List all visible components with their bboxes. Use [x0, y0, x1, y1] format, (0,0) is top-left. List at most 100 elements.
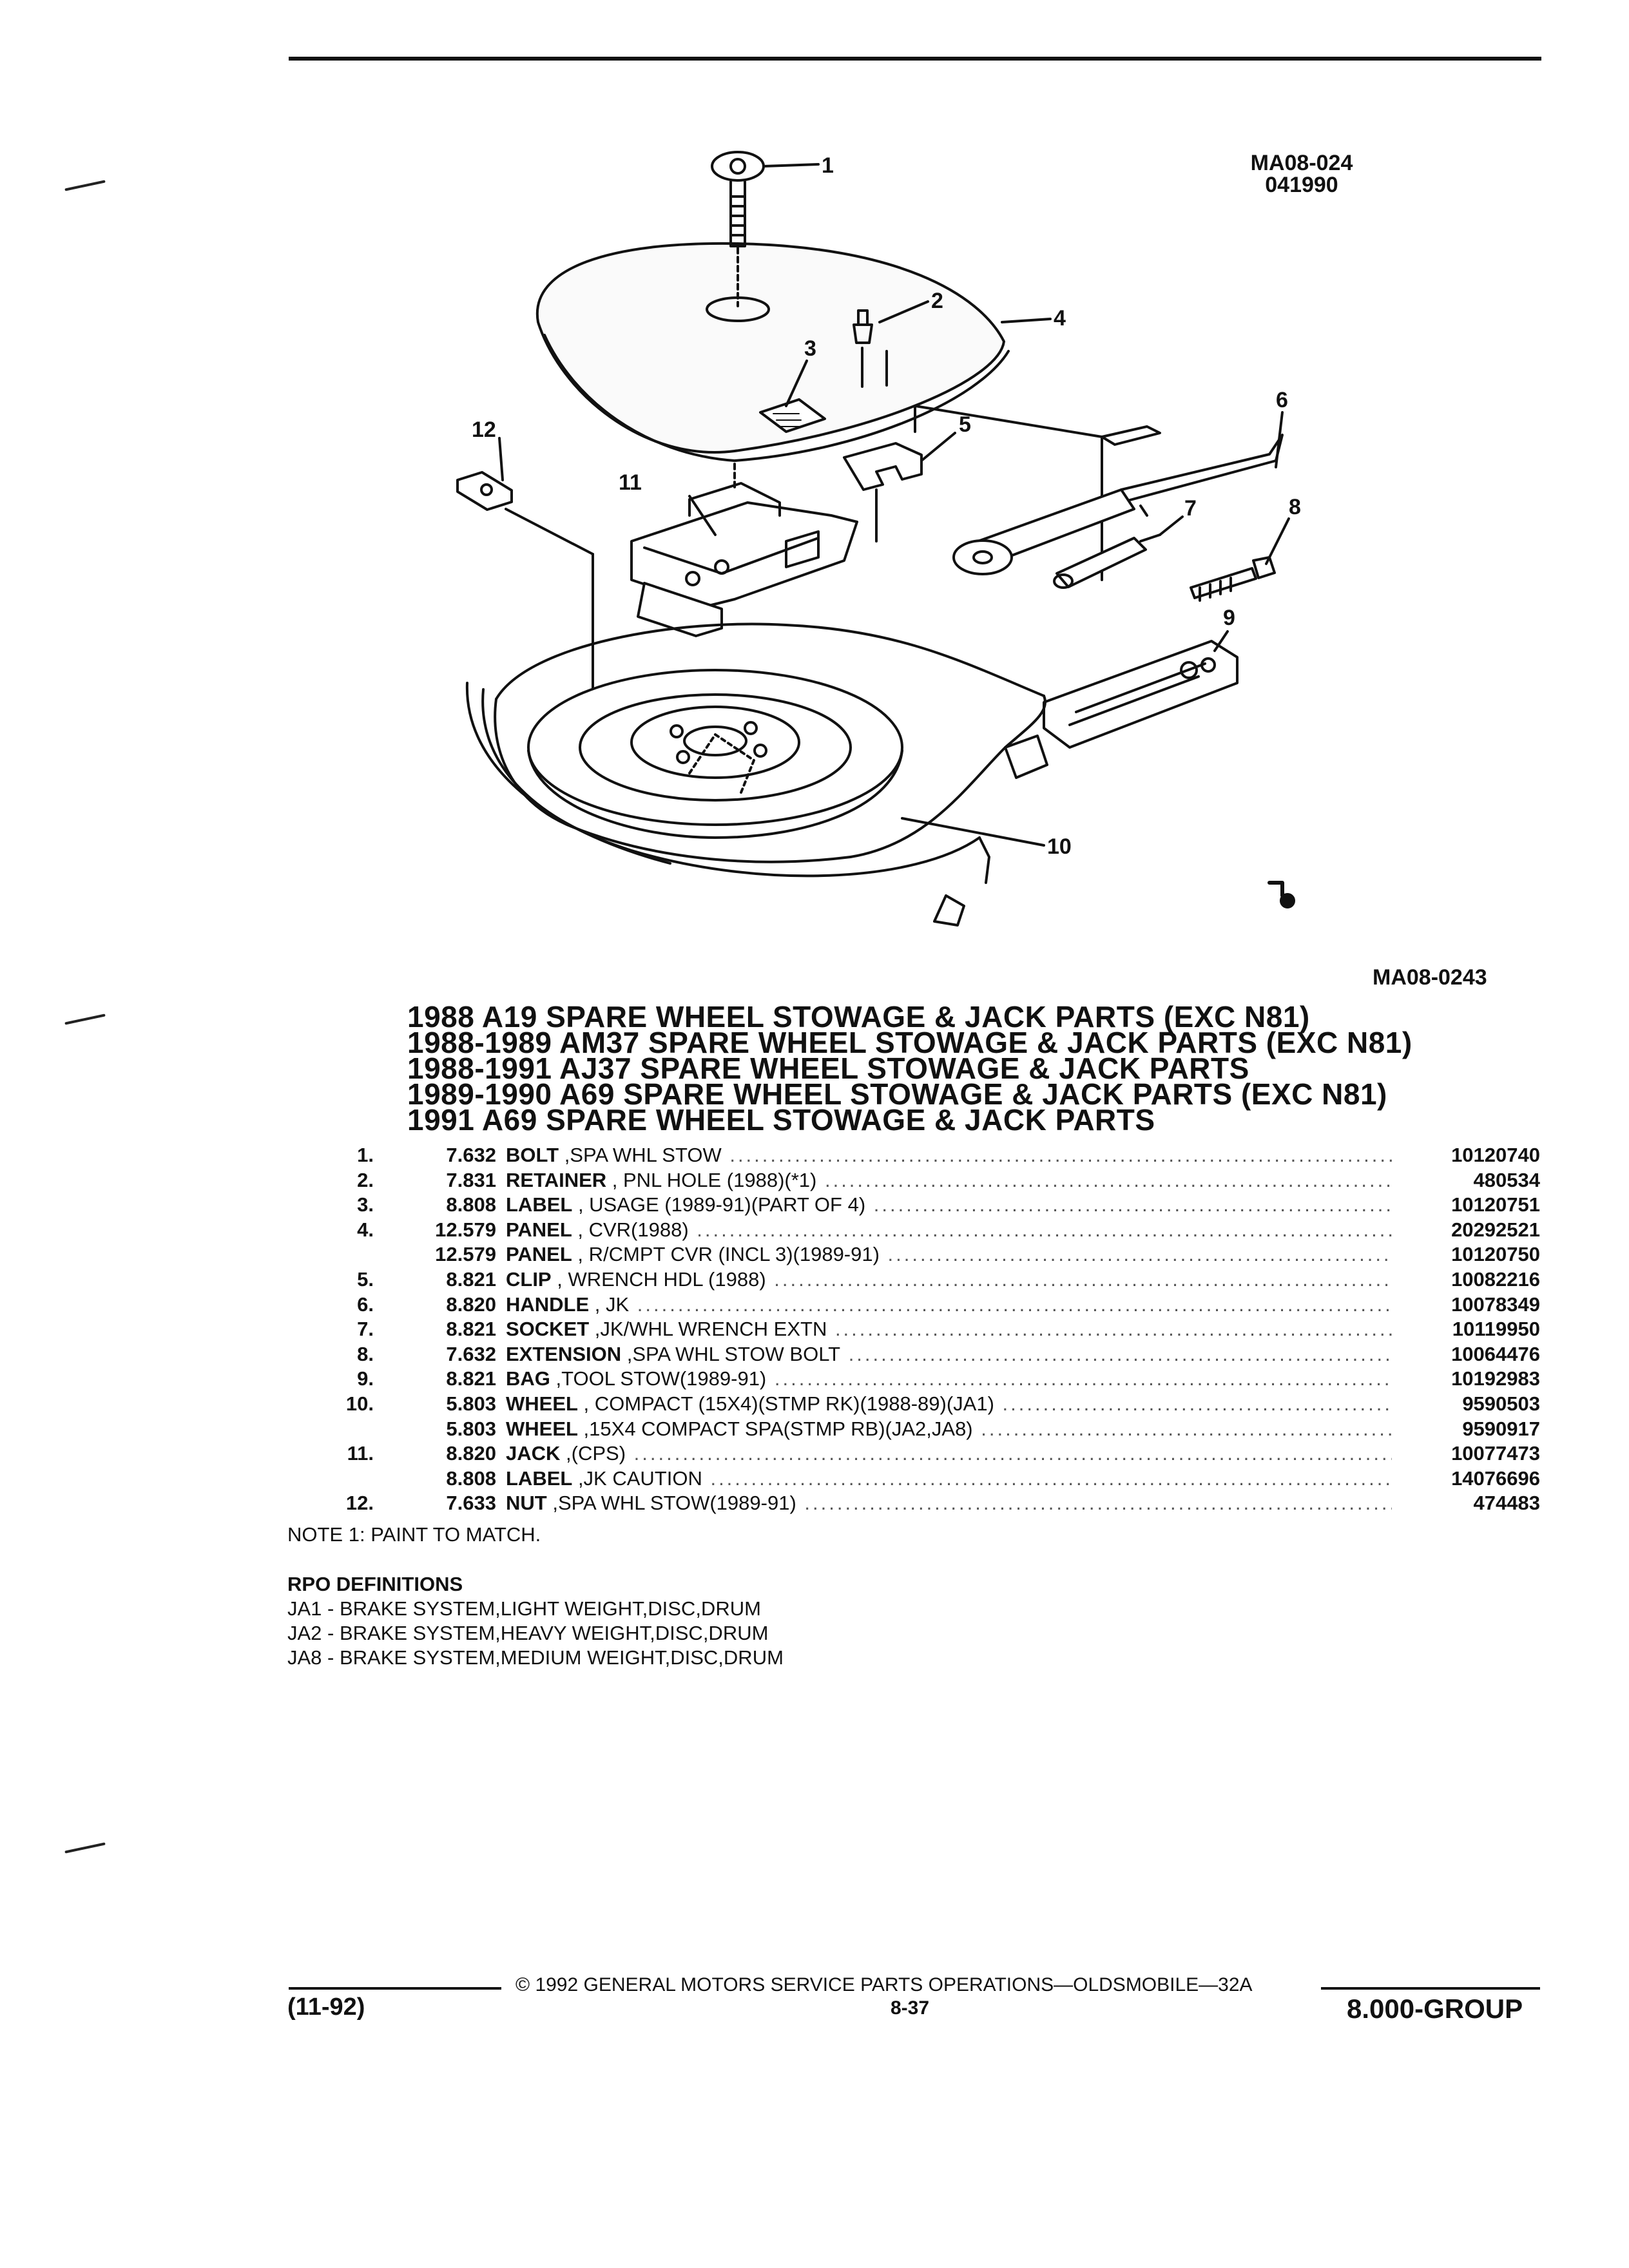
- group-number: 7.632: [446, 1342, 496, 1365]
- group-number: 8.808: [446, 1193, 496, 1216]
- part-number: 474483: [1473, 1492, 1540, 1515]
- part-name: LABEL: [506, 1193, 573, 1216]
- extension-bolt-8: [1190, 556, 1276, 602]
- part-number: 9590917: [1462, 1417, 1540, 1440]
- callout-4: 4: [1054, 306, 1066, 331]
- tool-bag-9: [1043, 640, 1239, 749]
- part-description: LABEL ,JK CAUTION ......................…: [506, 1466, 1392, 1491]
- group-number: 7.633: [446, 1492, 496, 1515]
- item-number: 1.: [357, 1144, 374, 1166]
- callout-5: 5: [959, 412, 971, 437]
- margin-mark: [64, 180, 106, 191]
- part-detail: , WRENCH HDL (1988): [551, 1267, 766, 1291]
- part-name: SOCKET: [506, 1318, 590, 1341]
- part-number: 9590503: [1462, 1392, 1540, 1415]
- part-detail: ,(CPS): [560, 1442, 626, 1465]
- callout-3: 3: [804, 336, 816, 361]
- parts-row: 5. 8.821 CLIP , WRENCH HDL (1988) ......…: [335, 1267, 1540, 1293]
- callout-2: 2: [931, 289, 943, 313]
- part-detail: , JK: [589, 1293, 630, 1316]
- part-description: WHEEL , COMPACT (15X4)(STMP RK)(1988-89)…: [506, 1392, 1392, 1416]
- dot-leader: ........................................…: [774, 1267, 1392, 1291]
- item-number: 11.: [347, 1442, 374, 1465]
- part-number: 480534: [1473, 1168, 1540, 1191]
- dot-leader: ........................................…: [637, 1293, 1392, 1316]
- item-number: 5.: [357, 1267, 374, 1291]
- wrench-clip-5: [843, 405, 1103, 543]
- part-name: WHEEL: [506, 1417, 578, 1440]
- parts-row: 7. 8.821 SOCKET ,JK/WHL WRENCH EXTN ....…: [335, 1317, 1540, 1342]
- parts-row: 12. 7.633 NUT ,SPA WHL STOW(1989-91) ...…: [335, 1491, 1540, 1516]
- group-number: 8.821: [446, 1267, 496, 1291]
- part-number: 10120751: [1451, 1193, 1540, 1216]
- callout-9: 9: [1223, 606, 1235, 630]
- dot-leader: ........................................…: [834, 1318, 1392, 1341]
- dot-leader: ........................................…: [887, 1243, 1392, 1266]
- section-title: 1988-1991 AJ37 SPARE WHEEL STOWAGE & JAC…: [407, 1052, 1249, 1085]
- page-number: 8-37: [891, 1997, 930, 2019]
- part-number: 10078349: [1451, 1293, 1540, 1316]
- dot-leader: ........................................…: [774, 1367, 1392, 1390]
- part-description: JACK ,(CPS) ............................…: [506, 1441, 1392, 1466]
- part-name: EXTENSION: [506, 1342, 622, 1365]
- part-name: CLIP: [506, 1267, 552, 1291]
- group-number: 8.821: [446, 1318, 496, 1341]
- item-number: 3.: [357, 1193, 374, 1216]
- dot-leader: ........................................…: [848, 1342, 1392, 1365]
- part-number: 14076696: [1451, 1466, 1540, 1490]
- part-name: PANEL: [506, 1243, 572, 1266]
- part-detail: ,JK CAUTION: [572, 1466, 702, 1490]
- rpo-item: JA1 - BRAKE SYSTEM,LIGHT WEIGHT,DISC,DRU…: [287, 1597, 761, 1620]
- part-number: 10064476: [1451, 1342, 1540, 1365]
- section-title: 1988 A19 SPARE WHEEL STOWAGE & JACK PART…: [407, 1000, 1310, 1033]
- part-name: BAG: [506, 1367, 550, 1390]
- copyright-line: © 1992 GENERAL MOTORS SERVICE PARTS OPER…: [516, 1974, 1253, 1995]
- parts-row: 1. 7.632 BOLT ,SPA WHL STOW ............…: [335, 1143, 1540, 1168]
- part-detail: ,TOOL STOW(1989-91): [550, 1367, 767, 1390]
- part-number: 10120740: [1451, 1144, 1540, 1166]
- parts-row: 12.579 PANEL , R/CMPT CVR (INCL 3)(1989-…: [335, 1242, 1540, 1267]
- dot-leader: ........................................…: [804, 1492, 1392, 1515]
- retainer-2: [853, 309, 888, 388]
- section-titles: 1988 A19 SPARE WHEEL STOWAGE & JACK PART…: [407, 1000, 1503, 1135]
- group-label: 8.000-GROUP: [1347, 1994, 1523, 2024]
- section-title: 1989-1990 A69 SPARE WHEEL STOWAGE & JACK…: [407, 1077, 1387, 1111]
- dot-leader: ........................................…: [1002, 1392, 1392, 1415]
- item-number: 8.: [357, 1342, 374, 1365]
- part-detail: , CVR(1988): [572, 1218, 689, 1241]
- top-rule: [289, 57, 1541, 61]
- group-number: 8.820: [446, 1442, 496, 1465]
- parts-row: 8. 7.632 EXTENSION ,SPA WHL STOW BOLT ..…: [335, 1342, 1540, 1367]
- parts-row: 3. 8.808 LABEL , USAGE (1989-91)(PART OF…: [335, 1193, 1540, 1218]
- dot-leader: ........................................…: [710, 1466, 1392, 1490]
- part-number: 10192983: [1451, 1367, 1540, 1390]
- item-number: 12.: [345, 1492, 374, 1515]
- wheel-well: [465, 622, 1048, 927]
- part-description: CLIP , WRENCH HDL (1988) ...............…: [506, 1267, 1392, 1292]
- part-description: RETAINER , PNL HOLE (1988)(*1) .........…: [506, 1168, 1392, 1193]
- parts-row: 6. 8.820 HANDLE , JK ...................…: [335, 1293, 1540, 1318]
- rpo-item: JA8 - BRAKE SYSTEM,MEDIUM WEIGHT,DISC,DR…: [287, 1646, 784, 1669]
- parts-row: 2. 7.831 RETAINER , PNL HOLE (1988)(*1) …: [335, 1168, 1540, 1193]
- bolt-1: [711, 151, 765, 307]
- jack-11: [630, 463, 858, 637]
- callout-12: 12: [472, 418, 496, 442]
- dot-leader: ........................................…: [729, 1144, 1392, 1166]
- dot-leader: ........................................…: [824, 1168, 1392, 1191]
- margin-mark: [64, 1014, 106, 1025]
- part-description: HANDLE , JK ............................…: [506, 1293, 1392, 1317]
- part-description: PANEL , R/CMPT CVR (INCL 3)(1989-91) ...…: [506, 1242, 1392, 1267]
- figure-ref-code: MA08-024 041990: [1250, 151, 1353, 197]
- parts-row: 9. 8.821 BAG ,TOOL STOW(1989-91) .......…: [335, 1367, 1540, 1392]
- part-detail: , PNL HOLE (1988)(*1): [606, 1168, 817, 1191]
- exploded-parts-diagram: 1 2 3 4 5 6 7 8 9 10 11 12: [456, 151, 1301, 927]
- group-number: 7.831: [446, 1168, 496, 1191]
- footer-rule-right: [1321, 1987, 1540, 1990]
- footer-rule-left: [289, 1987, 501, 1990]
- part-description: PANEL , CVR(1988) ......................…: [506, 1218, 1392, 1242]
- item-number: 9.: [357, 1367, 374, 1390]
- margin-mark: [64, 1842, 106, 1854]
- part-description: LABEL , USAGE (1989-91)(PART OF 4) .....…: [506, 1193, 1392, 1217]
- part-number: 20292521: [1451, 1218, 1540, 1241]
- part-description: EXTENSION ,SPA WHL STOW BOLT ...........…: [506, 1342, 1392, 1367]
